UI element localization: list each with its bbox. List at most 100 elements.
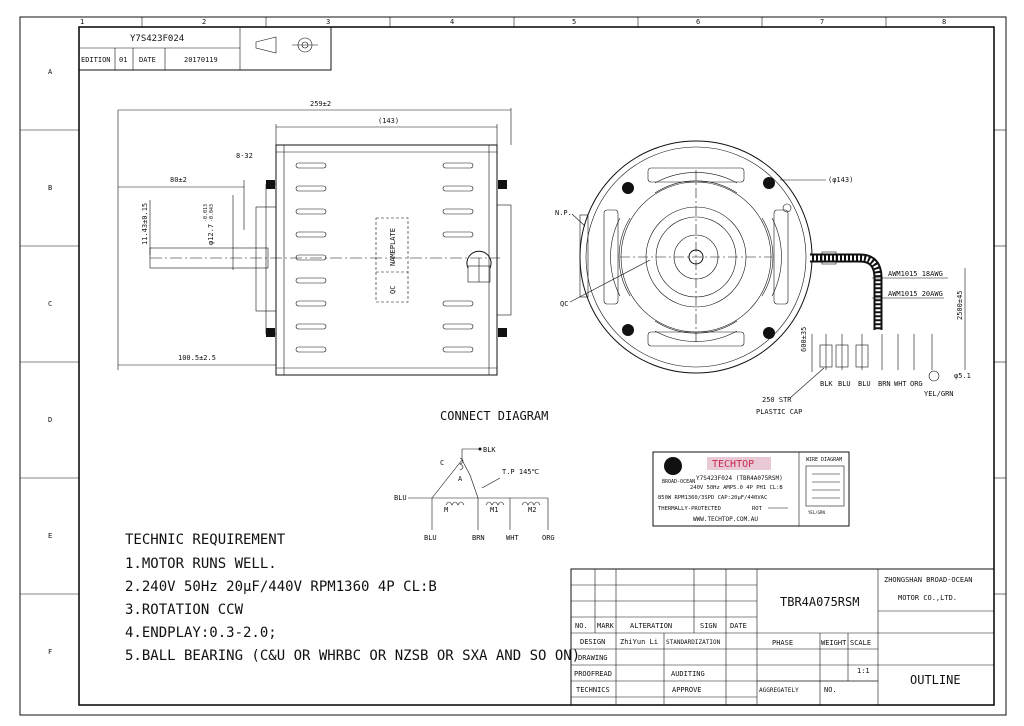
conn-m: M — [444, 506, 448, 514]
date-value: 20170119 — [184, 56, 218, 64]
edition-value: 01 — [119, 56, 127, 64]
nameplate-label-panel: BROAD-OCEAN TECHTOP Y7S423F024 (TBR4A075… — [652, 451, 850, 527]
tb-scale: SCALE — [850, 639, 871, 647]
conn-c: C — [440, 459, 444, 467]
dim-screw: 8-32 — [236, 152, 253, 160]
wire-blk: BLK — [820, 380, 833, 388]
part-number: Y7S423F024 — [130, 34, 184, 44]
dim-shaft-dia: φ12.7 — [207, 224, 215, 245]
tb-alteration: ALTERATION — [630, 622, 672, 630]
front-bolts — [622, 177, 775, 339]
wire-wht: WHT — [894, 380, 907, 388]
tb-technics: TECHNICS — [576, 686, 610, 694]
vent-slots — [295, 162, 474, 353]
wire-diagram-title: WIRE DIAGRAM — [806, 457, 842, 463]
conn-wht-out: WHT — [506, 534, 519, 542]
tb-design: DESIGN — [580, 638, 605, 646]
tech-item-2: 2.240V 50Hz 20μF/440V RPM1360 4P CL:B — [125, 579, 437, 595]
zone-col-3: 3 — [326, 18, 330, 26]
tb-designer: ZhiYun Li — [620, 638, 658, 646]
date-label: DATE — [139, 56, 156, 64]
cable-clamp — [466, 250, 492, 283]
tb-standardization: STANDARDIZATION — [666, 639, 721, 646]
tb-phase: PHASE — [772, 639, 793, 647]
top-title-block: Y7S423F024 EDITION 01 DATE 20170119 — [78, 26, 332, 71]
hole-dia: φ5.1 — [954, 372, 971, 380]
company-line2: MOTOR CO.,LTD. — [898, 594, 957, 602]
inner-frame — [78, 26, 995, 706]
conn-brn-out: BRN — [472, 534, 485, 542]
tech-item-5: 5.BALL BEARING (C&U OR WHRBC OR NZSB OR … — [125, 648, 580, 664]
awm-18: AWM1015 18AWG — [888, 270, 943, 278]
conn-a: A — [458, 475, 463, 483]
front-view: (φ143) N.P. QC AWM1015 18AWG AWM1015 20A… — [555, 140, 971, 416]
zone-col-6: 6 — [696, 18, 700, 26]
np-label: N.P. — [555, 209, 572, 217]
zone-col-7: 7 — [820, 18, 824, 26]
conn-blu-in: BLU — [394, 494, 407, 502]
zone-row-a: A — [48, 68, 53, 76]
str-label: 250 STR — [762, 396, 792, 404]
dim-flat: 11.43±0.15 — [141, 203, 149, 245]
dim-body: (143) — [378, 117, 399, 125]
conn-tp: T.P 145℃ — [502, 468, 540, 476]
techtop-watermark: TECHTOP — [712, 459, 754, 470]
side-view: 259±2 (143) 80±2 8-32 11.43±0.15 φ12.7 -… — [117, 100, 512, 376]
tech-item-3: 3.ROTATION CCW — [125, 602, 244, 618]
dim-front-dia: (φ143) — [828, 176, 853, 184]
zone-col-8: 8 — [942, 18, 946, 26]
tech-item-4: 4.ENDPLAY:0.3-2.0; — [125, 625, 277, 641]
conn-m1: M1 — [490, 506, 498, 514]
zone-dividers — [20, 17, 1006, 595]
zone-row-c: C — [48, 300, 52, 308]
tb-weight: WEIGHT — [821, 639, 847, 647]
dim-shaft-len: 80±2 — [170, 176, 187, 184]
qc-label: QC — [389, 286, 397, 294]
zone-labels: 1 2 3 4 5 6 7 8 A B C D E F — [48, 18, 946, 656]
tb-auditing: AUDITING — [671, 670, 705, 678]
nameplate-label: NAMEPLATE — [389, 228, 397, 266]
label-line2: 240V 50Hz AMP5.0 4P PH1 CL:B — [690, 485, 783, 491]
connect-diagram: CONNECT DIAGRAM BLK C A T.P 145℃ BLU M — [394, 409, 555, 542]
company-line1: ZHONGSHAN BROAD-OCEAN — [884, 576, 973, 584]
mount-bolts — [266, 180, 507, 337]
tb-proofread: PROOFREAD — [574, 670, 612, 678]
label-line4: THERMALLY-PROTECTED — [658, 506, 721, 512]
conn-blu-out: BLU — [424, 534, 437, 542]
tb-date: DATE — [730, 622, 747, 630]
main-title-block: TBR4A075RSM ZHONGSHAN BROAD-OCEAN MOTOR … — [570, 568, 995, 706]
zone-col-1: 1 — [80, 18, 84, 26]
brand-name: BROAD-OCEAN — [662, 479, 695, 485]
zone-col-4: 4 — [450, 18, 454, 26]
wire-org: ORG — [910, 380, 923, 388]
wire-blu-1: BLU — [838, 380, 851, 388]
wire-yel-grn: YEL/GRN — [924, 390, 954, 398]
zone-row-e: E — [48, 532, 52, 540]
zone-row-f: F — [48, 648, 52, 656]
conn-m2: M2 — [528, 506, 536, 514]
dim-shaft-tol-upper: -0.013 — [203, 204, 209, 222]
wire-brn: BRN — [878, 380, 891, 388]
label-url: WWW.TECHTOP.COM.AU — [693, 516, 758, 523]
wire-blu-2: BLU — [858, 380, 871, 388]
tb-drawing: DRAWING — [578, 654, 608, 662]
label-line3: 850W RPM1360/3SPD CAP:20μF/440VAC — [658, 495, 767, 501]
lead-length: 2500±45 — [956, 290, 964, 320]
label-rot: ROT — [752, 506, 763, 512]
edition-label: EDITION — [81, 56, 111, 64]
zone-col-2: 2 — [202, 18, 206, 26]
tb-no: NO. — [575, 622, 588, 630]
front-vent-slots — [603, 167, 789, 347]
model-number: TBR4A075RSM — [780, 595, 859, 609]
outer-frame — [19, 16, 1007, 716]
connect-title: CONNECT DIAGRAM — [440, 409, 548, 423]
dim-shaft-tol-lower: -0.043 — [209, 204, 215, 222]
label-line1: Y7S423F024 (TBR4A075RSM) — [696, 475, 783, 482]
awm-20: AWM1015 20AWG — [888, 290, 943, 298]
lead-cable — [810, 253, 883, 330]
zone-col-5: 5 — [572, 18, 576, 26]
tb-mark: MARK — [597, 622, 615, 630]
lead-strip: 600±35 — [800, 327, 808, 352]
nameplate-box — [375, 217, 409, 303]
